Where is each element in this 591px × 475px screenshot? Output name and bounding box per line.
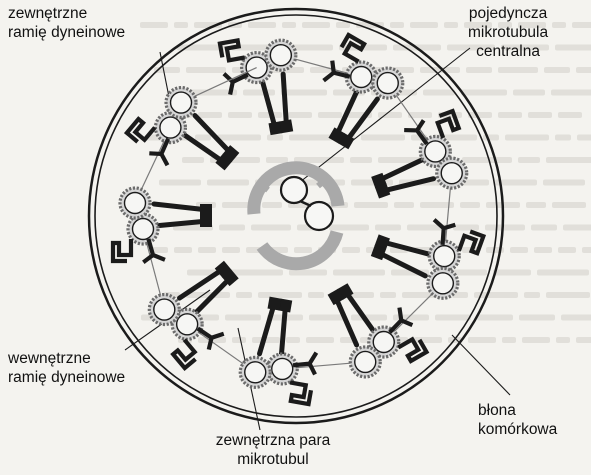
radial-spoke: [283, 74, 286, 128]
subfiber-b-lumen: [377, 73, 398, 94]
radial-spoke: [154, 221, 208, 226]
outer-dynein-arm: [340, 35, 368, 62]
label-central-microtubule-line2: mikrotubula: [468, 23, 548, 42]
spoke-head: [279, 119, 293, 133]
radial-spoke: [260, 302, 275, 354]
outer-dynein-arm: [459, 230, 483, 257]
outer-dynein-arm: [287, 382, 312, 404]
microtubule-doublet: [220, 40, 361, 93]
label-outer-doublet-line1: zewnętrzna para: [188, 431, 358, 450]
outer-dynein-arm: [398, 336, 426, 363]
central-microtubule: [281, 177, 307, 203]
inner-dynein-arm: [225, 72, 248, 93]
central-bridge: [300, 201, 311, 206]
label-central-microtubule: pojedyncza mikrotubula centralna: [468, 4, 548, 61]
cell-membrane-inner: [95, 15, 497, 417]
inner-dynein-arm: [324, 63, 350, 89]
subfiber-a-lumen: [434, 246, 455, 267]
subfiber-b-lumen: [432, 273, 453, 294]
inner-dynein-arm: [145, 241, 163, 261]
central-microtubule-pair: [254, 168, 338, 264]
subfiber-b-lumen: [125, 193, 146, 214]
label-outer-doublet: zewnętrzna para mikrotubul: [188, 431, 358, 469]
label-outer-dynein-arm: zewnętrzne ramię dyneinowe: [8, 4, 125, 42]
subfiber-a-lumen: [425, 141, 446, 162]
radial-spoke: [261, 78, 275, 130]
label-cell-membrane-line2: komórkowa: [478, 420, 557, 439]
label-inner-dynein-arm-line1: wewnętrzne: [8, 349, 125, 368]
radial-spoke: [154, 204, 208, 210]
microtubule-doublet: [113, 128, 170, 261]
label-inner-dynein-arm: wewnętrzne ramię dyneinowe: [8, 349, 125, 387]
subfiber-a-lumen: [272, 358, 293, 379]
subfiber-b-lumen: [171, 92, 192, 113]
subfiber-b-lumen: [441, 163, 462, 184]
spoke-head: [200, 204, 212, 216]
radial-spoke: [377, 252, 426, 276]
subfiber-a-lumen: [373, 332, 394, 353]
label-outer-dynein-arm-line1: zewnętrzne: [8, 4, 125, 23]
subfiber-b-lumen: [245, 362, 266, 383]
label-inner-dynein-arm-line2: ramię dyneinowe: [8, 368, 125, 387]
subfiber-b-lumen: [355, 351, 376, 372]
subfiber-a-lumen: [160, 117, 181, 138]
subfiber-b-lumen: [270, 45, 291, 66]
radial-spoke: [281, 304, 285, 358]
subfiber-a-lumen: [133, 219, 154, 240]
outer-dynein-arm: [127, 116, 155, 144]
central-sheath-arc: [262, 232, 337, 264]
label-cell-membrane: błona komórkowa: [478, 401, 557, 439]
label-central-microtubule-line1: pojedyncza: [468, 4, 548, 23]
inner-dynein-arm: [430, 219, 454, 244]
subfiber-a-lumen: [351, 66, 372, 87]
outer-microtubule-doublets: [113, 35, 483, 404]
outer-dynein-arm: [436, 111, 460, 138]
outer-dynein-arm: [171, 340, 199, 368]
spoke-head: [268, 297, 282, 311]
label-cell-membrane-line1: błona: [478, 401, 557, 420]
radial-spoke: [377, 158, 426, 181]
leader-line: [452, 335, 510, 395]
label-central-microtubule-line3: centralna: [468, 42, 548, 61]
label-outer-dynein-arm-line2: ramię dyneinowe: [8, 23, 125, 42]
subfiber-a-lumen: [177, 314, 198, 335]
spoke-head: [200, 215, 212, 227]
label-outer-doublet-line2: mikrotubul: [188, 450, 358, 469]
radial-spoke: [381, 179, 434, 192]
radial-spoke: [380, 241, 432, 255]
outer-dynein-arm: [113, 239, 131, 261]
subfiber-b-lumen: [154, 299, 175, 320]
outer-dynein-arm: [220, 40, 245, 62]
